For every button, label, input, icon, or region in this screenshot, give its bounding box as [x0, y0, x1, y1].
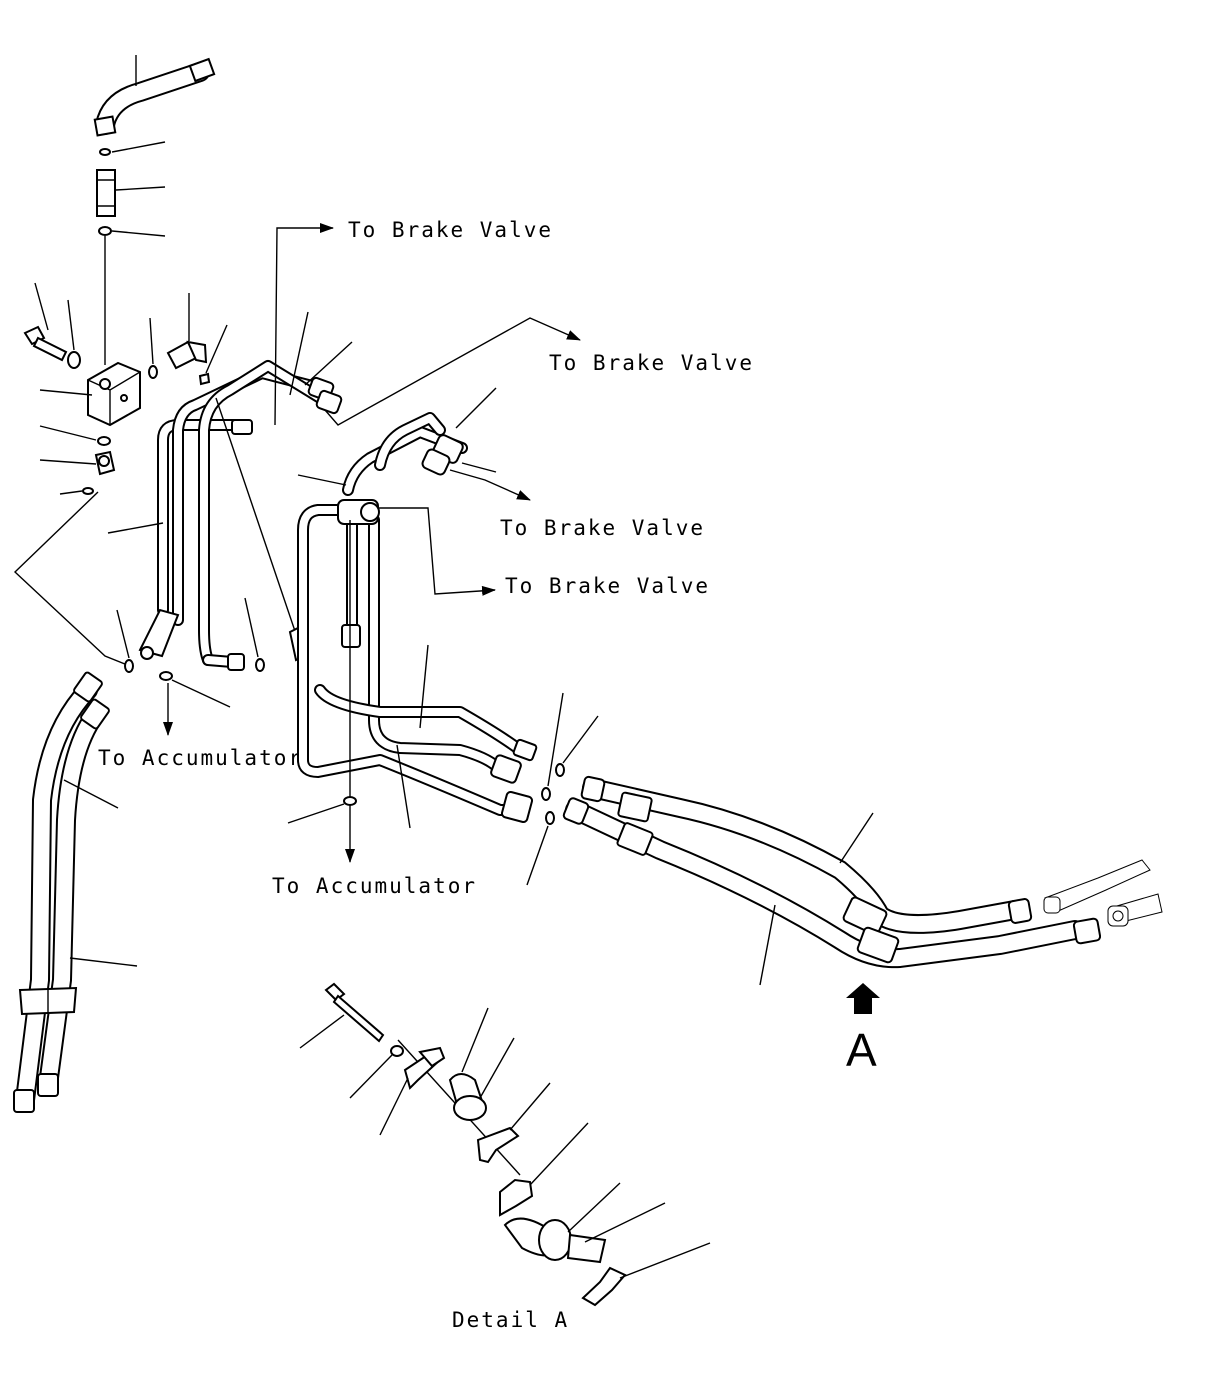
to-brake-valve-label-1: To Brake Valve	[348, 218, 553, 242]
detail-a-marker: A	[846, 1024, 877, 1076]
to-accumulator-label-1: To Accumulator	[98, 746, 303, 770]
phantom-brake-lines	[1043, 859, 1163, 927]
to-brake-valve-label-2: To Brake Valve	[549, 351, 754, 375]
detail-a-clamp-assembly	[299, 982, 711, 1307]
left-long-hoses	[13, 671, 110, 1113]
detail-a-caption: Detail A	[452, 1308, 569, 1332]
to-brake-valve-label-3: To Brake Valve	[500, 516, 705, 540]
mounting-bolt	[23, 325, 68, 362]
center-brake-pipe-bundle	[297, 412, 538, 824]
to-brake-valve-label-4: To Brake Valve	[505, 574, 710, 598]
left-brake-pipe-bundle	[138, 360, 343, 671]
elbow-adapter	[94, 450, 116, 476]
detail-a-arrow-icon	[846, 983, 880, 1014]
manifold-block	[87, 361, 141, 427]
top-elbow-hose	[93, 57, 216, 137]
to-accumulator-label-2: To Accumulator	[272, 874, 477, 898]
elbow-fitting	[166, 340, 208, 370]
right-brake-hoses	[562, 775, 1102, 969]
check-valve	[96, 169, 116, 217]
